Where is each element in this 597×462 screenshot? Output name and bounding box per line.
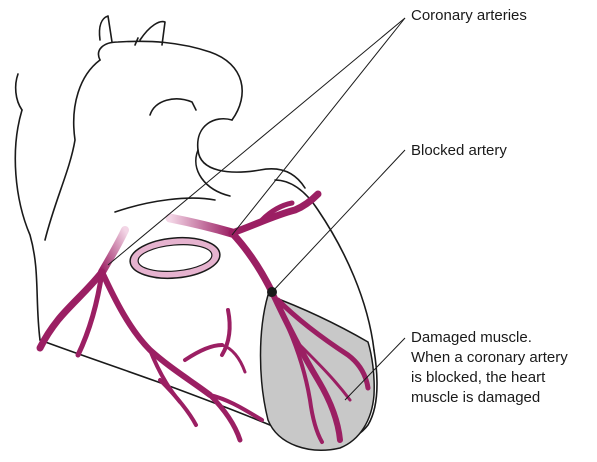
leader-coronary-1 — [108, 18, 405, 265]
label-damaged-muscle: Damaged muscle. When a coronary artery i… — [411, 328, 568, 408]
label-blocked-artery: Blocked artery — [411, 141, 507, 161]
leader-blocked — [272, 150, 405, 292]
label-damaged-line-1: Damaged muscle. — [411, 328, 568, 348]
label-coronary-arteries: Coronary arteries — [411, 6, 527, 26]
label-damaged-line-4: muscle is damaged — [411, 388, 568, 408]
leader-coronary-2 — [232, 18, 405, 235]
aortic-ring — [128, 234, 221, 282]
label-damaged-line-3: is blocked, the heart — [411, 368, 568, 388]
label-damaged-line-2: When a coronary artery — [411, 348, 568, 368]
